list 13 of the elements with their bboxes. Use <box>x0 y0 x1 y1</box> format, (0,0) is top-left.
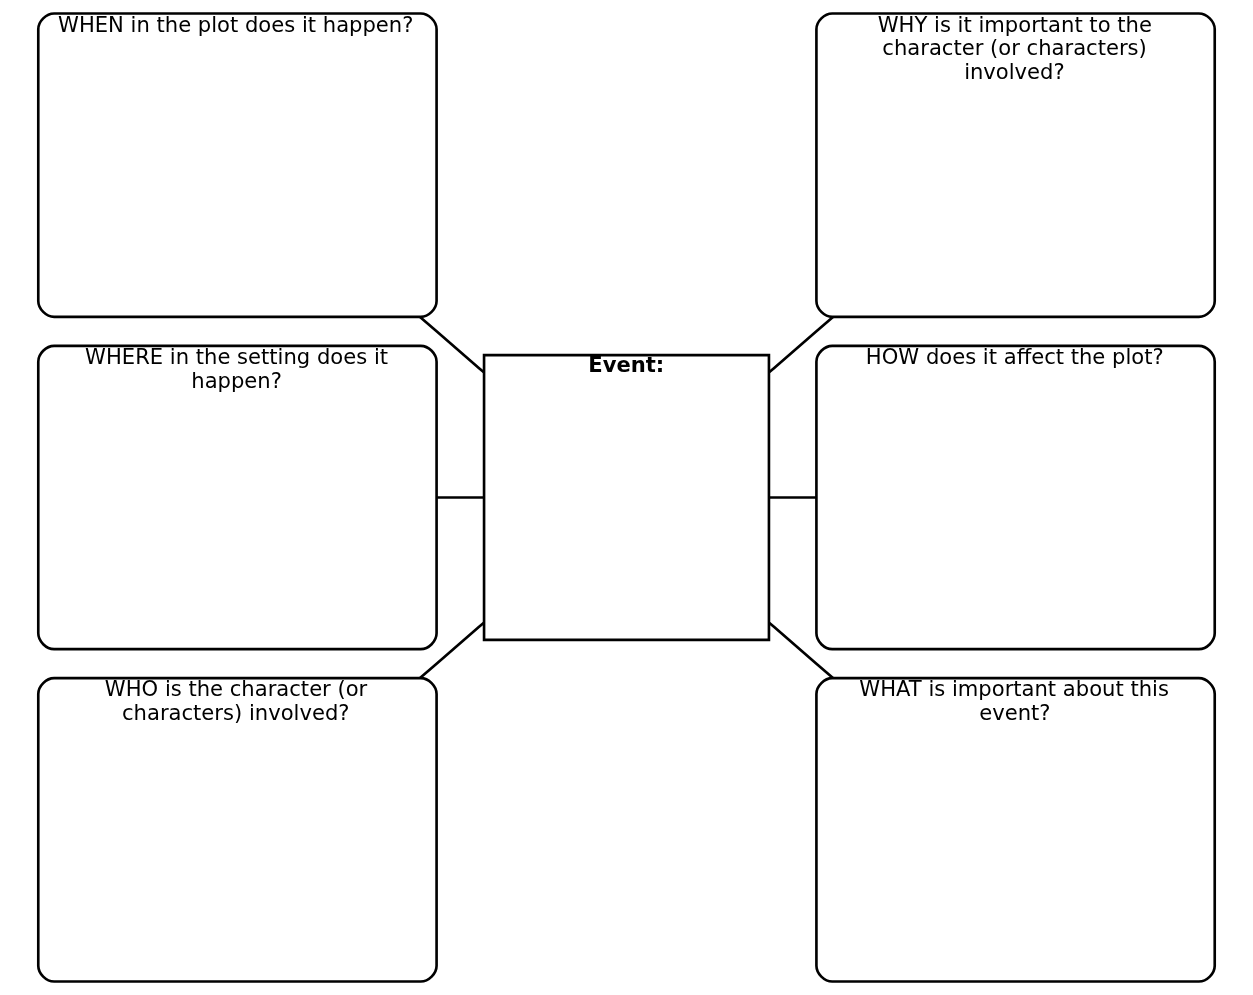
node-box: WHAT is important about this event? <box>815 676 1217 983</box>
connector <box>437 496 484 499</box>
node-box: WHERE in the setting does it happen? <box>36 344 438 651</box>
connector <box>419 621 485 679</box>
node-box: WHY is it important to the character (or characters) involved? <box>815 12 1217 319</box>
node-box: Event: <box>482 353 771 642</box>
connector <box>768 496 817 499</box>
node-box: WHO is the character (or characters) involved? <box>36 676 438 983</box>
connector <box>768 621 834 679</box>
node-box: HOW does it affect the plot? <box>815 344 1217 651</box>
node-box: WHEN in the plot does it happen? <box>36 12 438 319</box>
connector <box>419 316 485 374</box>
connector <box>768 316 834 374</box>
